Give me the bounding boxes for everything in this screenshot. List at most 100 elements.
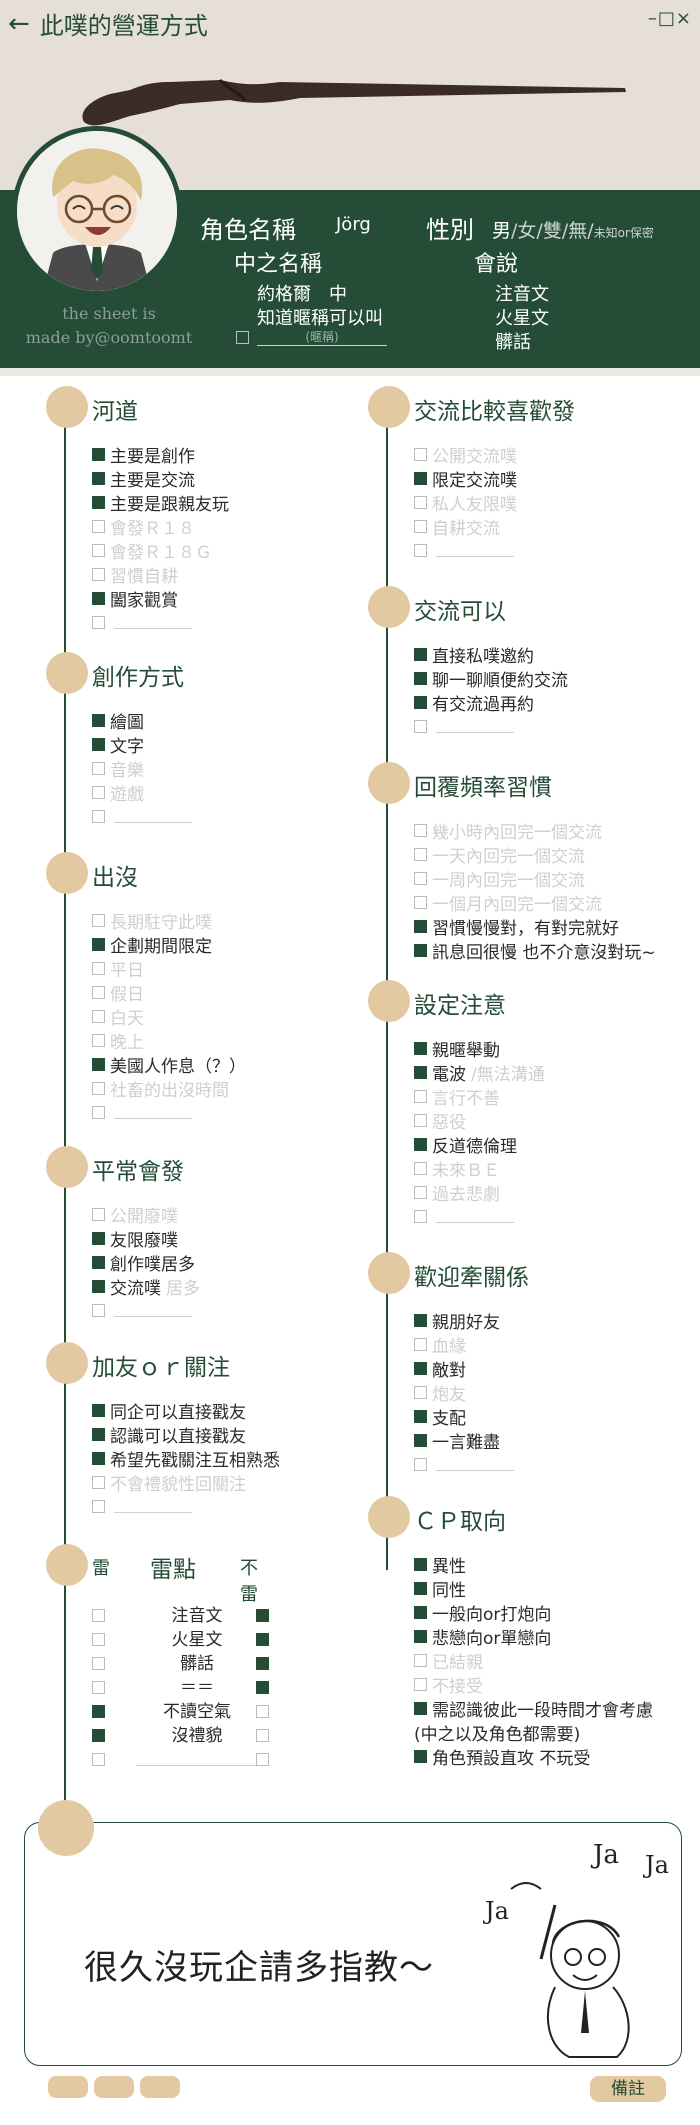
checklist-item[interactable] bbox=[92, 1494, 280, 1518]
window-controls[interactable]: –□× bbox=[647, 8, 692, 29]
checkbox-icon[interactable] bbox=[474, 286, 487, 300]
checklist-item[interactable]: 血緣 bbox=[414, 1332, 514, 1357]
checklist-item[interactable]: 長期駐守此噗 bbox=[92, 908, 246, 933]
checkbox-icon[interactable] bbox=[92, 1403, 105, 1417]
checkbox-icon[interactable] bbox=[414, 1209, 427, 1223]
checkbox-icon[interactable] bbox=[92, 785, 105, 799]
checklist-item[interactable]: 親暱舉動 bbox=[414, 1036, 545, 1061]
checkbox-icon[interactable] bbox=[92, 1231, 105, 1245]
blank-entry-field[interactable] bbox=[114, 809, 192, 823]
checklist-item[interactable] bbox=[414, 1204, 545, 1228]
checkbox-icon[interactable] bbox=[92, 495, 105, 509]
checklist-item[interactable]: 習慣慢慢對，有對完就好 bbox=[414, 914, 656, 939]
checkbox-icon[interactable] bbox=[414, 1089, 427, 1103]
checklist-item[interactable]: 言行不善 bbox=[414, 1084, 545, 1109]
checklist-item[interactable] bbox=[92, 804, 192, 828]
checklist-item[interactable]: 過去悲劇 bbox=[414, 1180, 545, 1205]
checklist-item[interactable]: 不會禮貌性回關注 bbox=[92, 1470, 280, 1495]
checklist-item[interactable]: 悲戀向or單戀向 bbox=[414, 1624, 653, 1649]
checkbox-icon[interactable] bbox=[414, 495, 427, 509]
checklist-item[interactable]: 創作噗居多 bbox=[92, 1250, 200, 1275]
checkbox-icon[interactable] bbox=[92, 1475, 105, 1489]
checkbox-icon[interactable] bbox=[414, 1041, 427, 1055]
checklist-item[interactable]: 遊戲 bbox=[92, 780, 192, 805]
checkbox-icon[interactable] bbox=[92, 1279, 105, 1293]
back-arrow-icon[interactable]: ← bbox=[8, 8, 30, 39]
checklist-item[interactable]: 自耕交流 bbox=[414, 514, 517, 539]
checkbox-icon[interactable] bbox=[414, 1385, 427, 1399]
checkbox-icon[interactable] bbox=[92, 1009, 105, 1023]
checklist-item[interactable]: 假日 bbox=[92, 980, 246, 1005]
checklist-item[interactable]: 一天內回完一個交流 bbox=[414, 842, 656, 867]
checklist-item[interactable]: 主要是跟親友玩 bbox=[92, 490, 229, 515]
checkbox-icon[interactable] bbox=[236, 330, 249, 344]
blank-entry-field[interactable] bbox=[114, 1499, 192, 1513]
checklist-item[interactable]: 敵對 bbox=[414, 1356, 514, 1381]
language-option[interactable]: 髒話 bbox=[474, 328, 531, 354]
checkbox-icon[interactable] bbox=[92, 713, 105, 727]
checkbox-icon[interactable] bbox=[92, 937, 105, 951]
checklist-item[interactable]: 聊一聊順便約交流 bbox=[414, 666, 568, 691]
checkbox-icon[interactable] bbox=[414, 1313, 427, 1327]
nickname-option[interactable]: 約格爾 中 bbox=[236, 280, 347, 306]
checkbox-icon[interactable] bbox=[474, 310, 487, 324]
checkbox-icon[interactable] bbox=[414, 919, 427, 933]
checklist-item[interactable]: 一般向or打炮向 bbox=[414, 1600, 653, 1625]
checklist-item[interactable]: 反道德倫理 bbox=[414, 1132, 545, 1157]
checklist-item[interactable]: 一言難盡 bbox=[414, 1428, 514, 1453]
checkbox-icon[interactable] bbox=[92, 591, 105, 605]
not-landmine-checkbox[interactable] bbox=[256, 1681, 269, 1694]
checkbox-icon[interactable] bbox=[414, 543, 427, 557]
page-tab-3[interactable] bbox=[140, 2076, 180, 2098]
checkbox-icon[interactable] bbox=[92, 1303, 105, 1317]
checklist-item[interactable]: 幾小時內回完一個交流 bbox=[414, 818, 656, 843]
checkbox-icon[interactable] bbox=[414, 1433, 427, 1447]
checkbox-icon[interactable] bbox=[92, 737, 105, 751]
checkbox-icon[interactable] bbox=[414, 1137, 427, 1151]
checklist-item[interactable]: 會發Ｒ１８Ｇ bbox=[92, 538, 229, 563]
checklist-item[interactable]: 親朋好友 bbox=[414, 1308, 514, 1333]
checklist-item[interactable] bbox=[414, 714, 568, 738]
checkbox-icon[interactable] bbox=[92, 761, 105, 775]
checkbox-icon[interactable] bbox=[92, 1081, 105, 1095]
checklist-item[interactable]: 惡役 bbox=[414, 1108, 545, 1133]
checklist-item[interactable]: 需認識彼此一段時間才會考慮 bbox=[414, 1696, 653, 1721]
checkbox-icon[interactable] bbox=[92, 447, 105, 461]
landmine-checkbox[interactable] bbox=[92, 1729, 105, 1742]
checkbox-icon[interactable] bbox=[92, 1255, 105, 1269]
checkbox-icon[interactable] bbox=[414, 1629, 427, 1643]
checkbox-icon[interactable] bbox=[414, 471, 427, 485]
checklist-item[interactable]: 主要是創作 bbox=[92, 442, 229, 467]
checkbox-icon[interactable] bbox=[414, 1581, 427, 1595]
checkbox-icon[interactable] bbox=[414, 1161, 427, 1175]
checklist-item[interactable]: 晚上 bbox=[92, 1028, 246, 1053]
checklist-item[interactable]: 同性 bbox=[414, 1576, 653, 1601]
checkbox-icon[interactable] bbox=[414, 1113, 427, 1127]
checkbox-icon[interactable] bbox=[414, 695, 427, 709]
checklist-item[interactable]: 異性 bbox=[414, 1552, 653, 1577]
sex-options-rest[interactable]: /女/雙/無/ bbox=[511, 220, 594, 242]
checkbox-icon[interactable] bbox=[92, 519, 105, 533]
checklist-item[interactable]: 繪圖 bbox=[92, 708, 192, 733]
note-button[interactable]: 備註 bbox=[590, 2076, 666, 2102]
landmine-checkbox[interactable] bbox=[92, 1753, 105, 1766]
checkbox-icon[interactable] bbox=[92, 615, 105, 629]
checklist-item[interactable]: 一周內回完一個交流 bbox=[414, 866, 656, 891]
checkbox-icon[interactable] bbox=[92, 809, 105, 823]
checklist-item[interactable]: 希望先戳關注互相熟悉 bbox=[92, 1446, 280, 1471]
blank-entry-field[interactable] bbox=[436, 543, 514, 557]
sex-option-unknown[interactable]: 未知or保密 bbox=[593, 226, 654, 240]
blank-entry-field[interactable] bbox=[114, 1303, 192, 1317]
checkbox-icon[interactable] bbox=[92, 543, 105, 557]
checklist-item[interactable]: 有交流過再約 bbox=[414, 690, 568, 715]
checkbox-icon[interactable] bbox=[414, 847, 427, 861]
checklist-item[interactable]: 文字 bbox=[92, 732, 192, 757]
checkbox-icon[interactable] bbox=[92, 985, 105, 999]
landmine-checkbox[interactable] bbox=[92, 1681, 105, 1694]
checklist-item[interactable]: 未來ＢＥ bbox=[414, 1156, 545, 1181]
checklist-item[interactable] bbox=[92, 1100, 246, 1124]
checklist-item[interactable]: 闔家觀賞 bbox=[92, 586, 229, 611]
checkbox-icon[interactable] bbox=[92, 1033, 105, 1047]
page-tab-1[interactable] bbox=[48, 2076, 88, 2098]
blank-entry-field[interactable] bbox=[436, 719, 514, 733]
